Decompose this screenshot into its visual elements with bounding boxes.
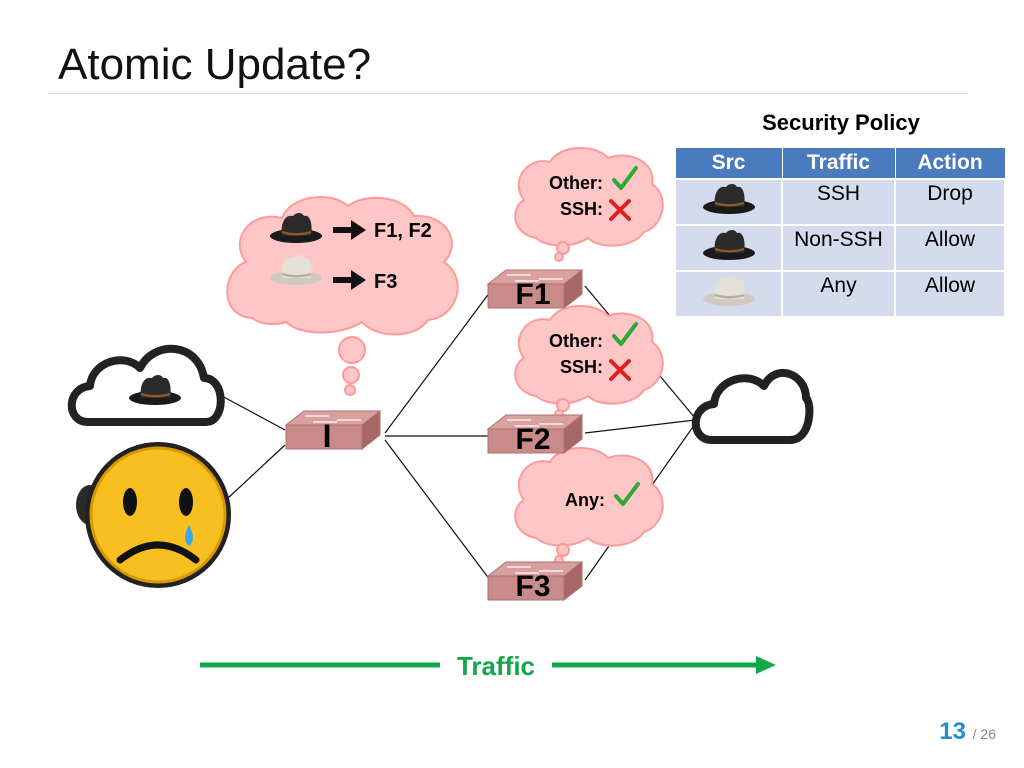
- ingress-switch: I: [285, 410, 381, 454]
- security-policy-table: Src Traffic Action SSH Drop Non-SSH Allo…: [674, 147, 1006, 318]
- traffic-label: Traffic: [457, 651, 535, 681]
- f2-thought-bubble: Other: SSH:: [514, 304, 664, 419]
- destination-cloud-icon: [691, 368, 814, 444]
- ingress-switch-label: I: [323, 418, 332, 454]
- column-header-traffic: Traffic: [781, 147, 896, 180]
- src-cell: [674, 178, 783, 226]
- f1-rule-other: Other:: [549, 173, 603, 193]
- black-hat-icon: [701, 182, 756, 216]
- traffic-cell: Non-SSH: [781, 224, 896, 272]
- table-row: SSH Drop: [674, 178, 1006, 226]
- f2-rule-ssh: SSH:: [560, 357, 603, 377]
- arrow-right-icon: [333, 220, 366, 240]
- table-header-row: Src Traffic Action: [674, 147, 1006, 180]
- column-header-src: Src: [674, 147, 783, 180]
- column-header-action: Action: [894, 147, 1006, 180]
- traffic-cell: SSH: [781, 178, 896, 226]
- src-cell: [674, 270, 783, 318]
- black-hat-icon: [701, 228, 756, 262]
- action-cell: Drop: [894, 178, 1006, 226]
- traffic-arrow: Traffic: [200, 651, 776, 681]
- arrow-head-icon: [756, 656, 776, 674]
- black-hat-route: F1, F2: [374, 220, 432, 242]
- page-number: 13: [939, 718, 966, 745]
- firewall-label: F1: [515, 278, 550, 311]
- firewall-f2: F2: [487, 414, 583, 456]
- sad-face-icon: [76, 442, 231, 588]
- src-cell: [674, 224, 783, 272]
- arrow-right-icon: [333, 270, 366, 290]
- white-hat-icon: [701, 274, 756, 308]
- action-cell: Allow: [894, 224, 1006, 272]
- firewall-f1: F1: [487, 269, 583, 311]
- f3-rule-any: Any:: [565, 490, 605, 510]
- source-cloud-icon: [67, 344, 225, 426]
- page-indicator: 13 / 26: [939, 718, 996, 746]
- table-row: Non-SSH Allow: [674, 224, 1006, 272]
- f3-thought-bubble: Any:: [514, 446, 664, 565]
- white-hat-route: F3: [374, 271, 397, 293]
- f2-rule-other: Other:: [549, 331, 603, 351]
- security-policy-title: Security Policy: [762, 110, 920, 135]
- firewall-label: F2: [515, 423, 550, 456]
- ingress-thought-bubble: F1, F2 F3: [226, 195, 459, 396]
- slide-title: Atomic Update?: [58, 40, 372, 89]
- traffic-cell: Any: [781, 270, 896, 318]
- f1-thought-bubble: Other: SSH:: [514, 146, 664, 262]
- page-total: / 26: [972, 726, 996, 742]
- firewall-f3: F3: [487, 561, 583, 603]
- title-divider: [48, 93, 968, 94]
- action-cell: Allow: [894, 270, 1006, 318]
- f1-rule-ssh: SSH:: [560, 199, 603, 219]
- table-row: Any Allow: [674, 270, 1006, 318]
- firewall-label: F3: [515, 570, 550, 603]
